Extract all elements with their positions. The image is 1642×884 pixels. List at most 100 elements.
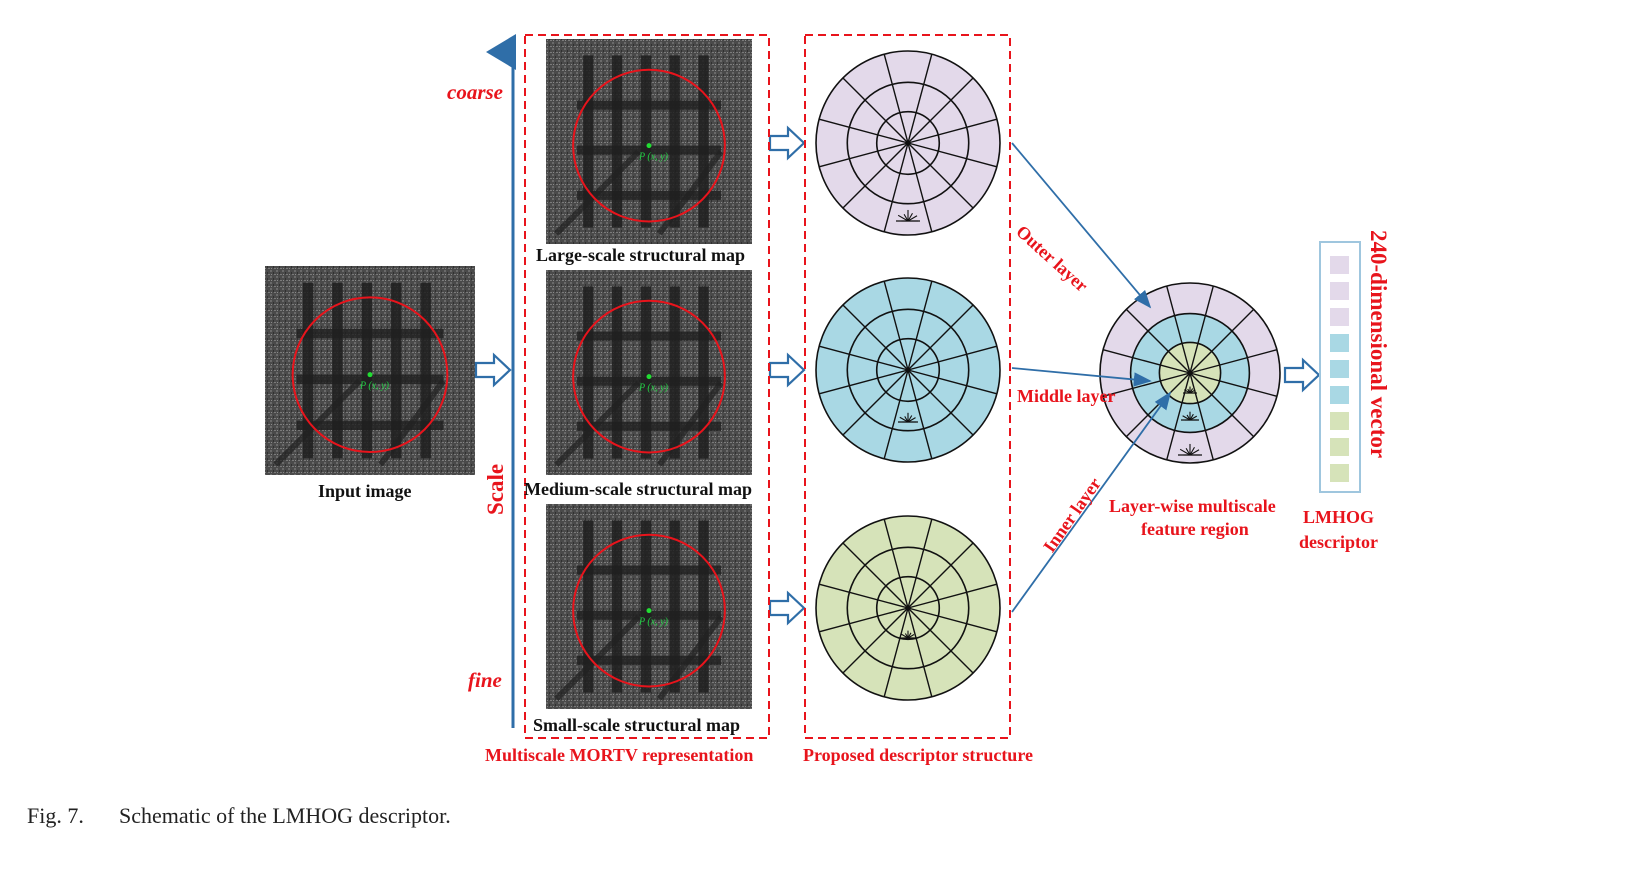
keypoint-label: P (x, y) (638, 383, 669, 394)
grid-spoke (842, 607, 909, 674)
input-image-label: Input image (318, 481, 412, 501)
grid-spoke (883, 142, 909, 233)
taxiway-strip (296, 328, 444, 339)
grid-spoke (1189, 372, 1278, 397)
grid-spoke (907, 607, 974, 674)
runway-strip (669, 520, 680, 693)
large-scale-map-label: Large-scale structural map (536, 245, 745, 265)
grid-spoke (842, 369, 909, 436)
large-map-to-descriptor-arrow (768, 125, 806, 161)
grid-spoke (907, 583, 998, 609)
scale-axis-label: Scale (483, 463, 508, 515)
orientation-histogram-icon (1183, 386, 1197, 394)
layer-wise-feature-region-circle (1099, 282, 1281, 464)
runway-strip (698, 55, 709, 228)
support-region-circle (291, 296, 449, 454)
grid-spoke (883, 369, 909, 460)
vector-cell-inner (1330, 464, 1349, 482)
grid-spoke (907, 542, 974, 609)
hist-bin (1185, 447, 1191, 456)
support-region-circle (572, 68, 726, 223)
figure-number: Fig. 7. (27, 803, 84, 828)
taxiway-strip (576, 100, 722, 110)
vector-cell-inner (1330, 412, 1349, 430)
grid-spoke (1189, 372, 1214, 461)
structural-maps: P (x, y)P (x, y)P (x, y) (546, 39, 752, 709)
hist-bin (1189, 446, 1195, 456)
outer-layer-descriptor-circle (815, 50, 1001, 236)
grid-spoke (1102, 349, 1191, 374)
keypoint-label: P (x, y) (638, 152, 669, 163)
runway-strip (640, 286, 652, 459)
taxiway-strip (576, 610, 722, 620)
grid-spoke (1189, 349, 1278, 374)
runway-strip (640, 55, 652, 228)
diagonal-road (378, 379, 446, 467)
grid-spoke (1125, 308, 1191, 374)
feature-region-label-line1: Layer-wise multiscale (1109, 496, 1276, 516)
lmhog-label-line1: LMHOG (1303, 507, 1374, 527)
grid-spoke (1166, 285, 1191, 374)
vector-dimension-label: 240-dimensional vector (1366, 230, 1391, 459)
input-sar-image: P (x, y) (265, 266, 475, 475)
small-map-to-descriptor-arrow (768, 590, 806, 626)
hist-bin (907, 215, 918, 222)
scale-top-label: coarse (447, 80, 503, 104)
grid-spoke (907, 369, 998, 395)
hist-bin (1183, 389, 1191, 394)
grid-spoke (907, 118, 998, 144)
middle-layer-descriptor-circle (815, 277, 1001, 463)
taxiway-strip (576, 376, 722, 386)
runway-strip (611, 286, 623, 459)
runway-strip (698, 286, 709, 459)
grid-spoke (842, 304, 909, 371)
figure-caption-text: Schematic of the LMHOG descriptor. (119, 803, 451, 828)
hist-bin (1179, 448, 1191, 456)
runway-strip (611, 55, 623, 228)
keypoint-label: P (x, y) (359, 381, 390, 392)
vector-cell-middle (1330, 386, 1349, 404)
input-to-maps-arrow (474, 352, 512, 388)
runway-strip (361, 282, 373, 459)
hist-bin (903, 213, 909, 222)
grid-spoke (907, 142, 974, 209)
grid-spoke (883, 607, 909, 698)
grid-spoke (1189, 372, 1255, 438)
vector-cell-outer (1330, 256, 1349, 274)
block-arrows (474, 125, 1321, 626)
vector-cell-inner (1330, 438, 1349, 456)
grid-spoke (907, 53, 933, 144)
descriptor-circles (815, 50, 1001, 701)
grid-spoke (883, 518, 909, 609)
grid-spoke (907, 77, 974, 144)
small-scale-map-label: Small-scale structural map (533, 715, 740, 735)
hist-bin (1189, 413, 1194, 421)
grid-spoke (818, 369, 909, 395)
runway-strip (669, 286, 680, 459)
combined-layer-grid (1099, 282, 1281, 464)
keypoint-dot (646, 143, 652, 149)
keypoint-dot (646, 374, 652, 380)
hist-bin (899, 416, 909, 423)
support-region-circle (572, 299, 726, 454)
inner-layer-arrow (1011, 391, 1172, 613)
diagonal-road (273, 378, 362, 467)
support-region-circle (572, 533, 726, 688)
grid-spoke (907, 607, 933, 698)
keypoint-dot (646, 608, 652, 614)
medium-map-to-descriptor-arrow (768, 352, 806, 388)
taxiway-strip (576, 331, 722, 341)
grid-spoke (1189, 285, 1214, 374)
region-to-vector-arrow (1283, 357, 1321, 393)
inner-layer-descriptor-circle (815, 515, 1001, 701)
orientation-histogram-icon (896, 209, 920, 222)
diagonal-road (656, 614, 724, 701)
feature-region-label-line2: feature region (1141, 519, 1249, 539)
runway-strip (302, 282, 314, 459)
hist-bin (1189, 415, 1198, 421)
grid-spoke (1189, 308, 1255, 374)
outer-layer-arrow (1011, 142, 1152, 309)
grid-spoke (818, 583, 909, 609)
medium-scale-map: P (x, y) (546, 270, 752, 475)
